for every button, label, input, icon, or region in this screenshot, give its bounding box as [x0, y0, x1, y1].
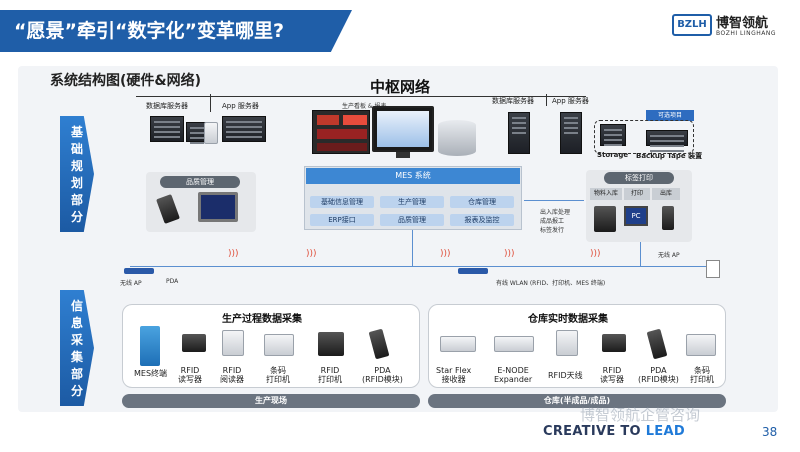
star-flex-receiver-icon — [440, 336, 476, 352]
production-collection-title: 生产过程数据采集 — [222, 314, 302, 325]
wifi-signal-icon: ))) — [228, 249, 239, 259]
storage-label: Storage — [597, 151, 629, 159]
wifi-signal-icon: ))) — [440, 249, 451, 259]
ap-left-label: 无线 AP — [120, 280, 142, 287]
monitor-icon — [372, 106, 434, 152]
device-label: RFID 读写器 — [178, 366, 202, 384]
barcode-printer-icon — [264, 334, 294, 356]
ap-right-label: 无线 AP — [658, 252, 680, 259]
device-label: Star Flex 接收器 — [436, 366, 472, 384]
backup-tape-icon — [646, 130, 688, 146]
storage-icon — [600, 124, 626, 146]
device-label: PDA (RFID模块) — [362, 366, 403, 384]
mes-module: 生产管理 — [380, 196, 444, 208]
slide-title: “愿景”牵引“数字化”变革哪里? — [0, 10, 352, 52]
tablet-terminal-icon — [198, 192, 238, 222]
label-print-link — [640, 242, 641, 266]
rfid-antenna-icon — [556, 330, 578, 356]
label-printer-icon — [594, 206, 616, 232]
device-label: RFID 阅读器 — [220, 366, 244, 384]
device-label: RFID 打印机 — [318, 366, 342, 384]
hub-drop — [210, 94, 211, 112]
mes-down-link — [412, 230, 413, 266]
device-label: MES终端 — [134, 369, 168, 378]
wifi-signal-icon: ))) — [504, 249, 515, 259]
db-server-right-icon — [508, 112, 530, 154]
device-label: 条码 打印机 — [690, 366, 714, 384]
device-label: RFID天线 — [548, 371, 583, 380]
database-icon — [438, 120, 476, 156]
hub-line — [136, 96, 586, 97]
rfid-reader-icon — [602, 334, 626, 352]
wireless-ap-left-icon — [124, 268, 154, 274]
db-server-right-label: 数据库服务器 — [492, 97, 534, 105]
warehouse-collection-title: 仓库实时数据采集 — [528, 314, 608, 325]
collection-section-bar: 信息采集部分 — [60, 290, 94, 406]
logo-cn: 博智领航 — [716, 16, 769, 31]
mes-module: 报表及监控 — [450, 214, 514, 226]
monitor-label: 生产看板 & 报表 — [342, 103, 387, 110]
db-server-left-label: 数据库服务器 — [146, 102, 188, 110]
quality-panel-title: 品质管理 — [160, 176, 240, 188]
app-server-left-icon — [222, 116, 266, 142]
rfid-antenna-reader-icon — [222, 330, 244, 356]
label-print-title: 标签打印 — [604, 172, 674, 184]
app-server-right-icon — [560, 112, 582, 154]
mes-system-title: MES 系统 — [306, 168, 520, 184]
watermark: 博智领航企管咨询 — [580, 406, 701, 424]
device-label: E-NODE Expander — [494, 366, 533, 384]
pc-icon: PC — [624, 206, 648, 226]
diagram-title: 系统结构图(硬件&网络) — [50, 73, 202, 89]
pda-label: PDA — [166, 278, 179, 285]
mes-module: ERP接口 — [310, 214, 374, 226]
slogan: CREATIVE TO LEAD — [543, 424, 685, 439]
optional-tag: 可选项目 — [646, 110, 694, 121]
mes-note: 出入库处理 — [540, 209, 571, 216]
mes-module: 品质管理 — [380, 214, 444, 226]
handheld-pda-icon — [662, 206, 674, 230]
device-label: PDA (RFID模块) — [638, 366, 679, 384]
wifi-signal-icon: ))) — [590, 249, 601, 259]
wlan-line — [130, 266, 720, 267]
hub-network-label: 中枢网络 — [370, 78, 431, 96]
wireless-ap-center-icon — [458, 268, 488, 274]
rfid-printer-icon — [318, 332, 344, 356]
mes-terminal-icon — [140, 326, 160, 366]
logo-en: BOZHI LINGHANG — [716, 30, 777, 37]
logo-mark: BZLH — [672, 14, 712, 36]
label-step: 物料入库 — [590, 188, 622, 200]
dashboard-screens-icon — [312, 110, 370, 154]
app-server-left-label: App 服务器 — [222, 102, 259, 110]
mes-note: 标签发行 — [540, 227, 565, 234]
mes-label-link — [524, 200, 584, 201]
label-step: 出库 — [652, 188, 680, 200]
backup-label: Backup Tape 装置 — [636, 152, 703, 160]
db-server-left-icon — [150, 116, 184, 142]
rfid-reader-icon — [182, 334, 206, 352]
server-tower-icon — [204, 122, 218, 144]
mes-module: 基础信息管理 — [310, 196, 374, 208]
mes-note: 成品报工 — [540, 218, 565, 225]
label-step: 打印 — [624, 188, 650, 200]
device-label: RFID 读写器 — [600, 366, 624, 384]
wlan-label: 有线 WLAN (RFID、打印机、MES 终端) — [496, 280, 606, 287]
mes-module: 仓库管理 — [450, 196, 514, 208]
wifi-signal-icon: ))) — [306, 249, 317, 259]
monitor-stand-icon — [396, 152, 410, 158]
device-label: 条码 打印机 — [266, 366, 290, 384]
hub-drop — [546, 94, 547, 106]
warehouse-bar: 仓库(半成品/成品) — [428, 394, 726, 408]
app-server-right-label: App 服务器 — [552, 97, 589, 105]
enode-expander-icon — [494, 336, 534, 352]
storage-group-box — [594, 120, 694, 154]
page-number: 38 — [762, 425, 778, 439]
terminal-icon — [706, 260, 720, 278]
barcode-printer-icon — [686, 334, 716, 356]
production-site-bar: 生产现场 — [122, 394, 420, 408]
